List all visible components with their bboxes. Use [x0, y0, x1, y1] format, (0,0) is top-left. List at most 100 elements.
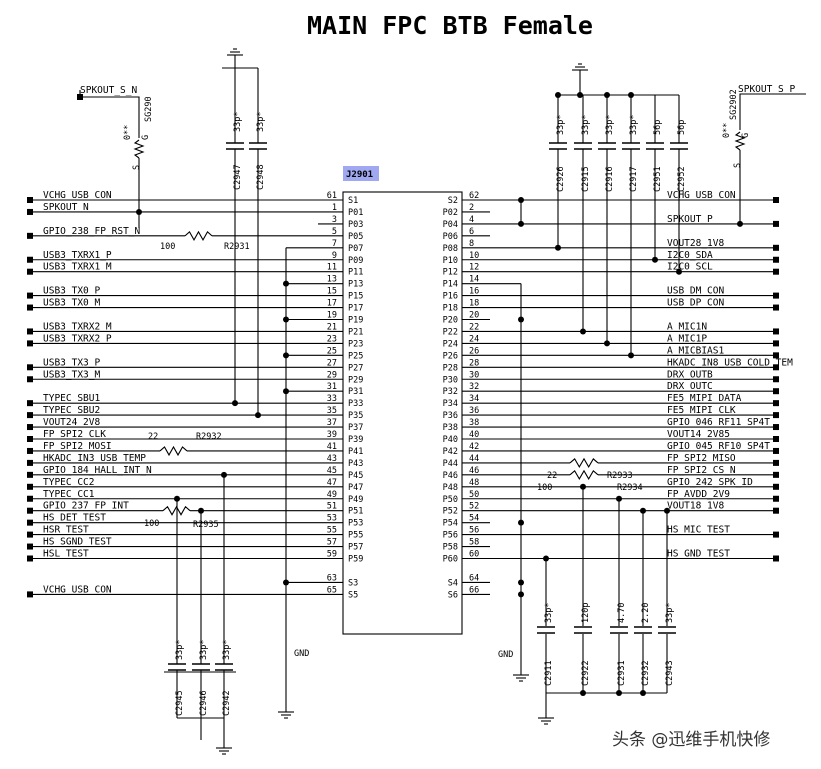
- pin-number-right: 54: [469, 514, 479, 524]
- pin-number-left: 45: [327, 466, 337, 476]
- capacitor-symbol: [226, 142, 244, 150]
- ground-symbol: [572, 63, 588, 71]
- pin-number-right: 10: [469, 251, 479, 261]
- junction-dot: [283, 579, 289, 586]
- ground-symbol: [278, 711, 294, 719]
- pin-name-right: P08: [443, 244, 458, 254]
- pin-name-right: P14: [443, 280, 458, 290]
- net-label-left: USB3_TX0_M: [43, 298, 100, 309]
- ground-symbol: [538, 717, 554, 725]
- pin-name-left: S1: [348, 196, 358, 206]
- capacitor-symbol: [574, 142, 592, 150]
- net-port-square: [773, 388, 779, 395]
- resistor-symbol: [162, 505, 191, 516]
- connector-refdes-highlight: [343, 166, 379, 181]
- pin-number-right: 48: [469, 478, 479, 488]
- net-label-right: DRX_OUTB: [667, 369, 713, 380]
- resistor-refdes: R2935: [193, 520, 219, 530]
- pin-name-right: P30: [443, 375, 458, 385]
- net-label-right: I2C0_SDA: [667, 250, 713, 261]
- pin-name-left: P13: [348, 280, 363, 290]
- junction-dot: [136, 208, 142, 215]
- net-label-right: VOUT14_2V85: [667, 429, 730, 440]
- pin-number-right: 62: [469, 191, 479, 201]
- capacitor-refdes: C2945: [175, 690, 185, 716]
- capacitor-symbol: [634, 626, 652, 634]
- capacitor-value: 33p*: [629, 115, 639, 135]
- pin-number-right: 38: [469, 418, 479, 428]
- junction-dot: [283, 316, 289, 323]
- pin-number-left: 21: [327, 322, 337, 332]
- net-port-square: [27, 507, 33, 514]
- pin-number-left: 53: [327, 514, 337, 524]
- spark-gap-net-label: SPKOUT_S_N: [80, 85, 137, 96]
- capacitor-refdes: C2932: [641, 660, 651, 686]
- pin-name-right: P50: [443, 495, 458, 505]
- net-label-right: USB_DM_CON: [667, 286, 724, 297]
- pin-number-left: 39: [327, 430, 337, 440]
- net-label-right: FE5_MIPI_DATA: [667, 393, 742, 404]
- pin-name-right: P52: [443, 507, 458, 517]
- capacitor-refdes: C2943: [665, 660, 675, 686]
- pin-number-left: 59: [327, 550, 337, 560]
- capacitor-refdes: C2915: [581, 166, 591, 192]
- capacitor-symbol: [646, 142, 664, 150]
- net-port-square: [773, 197, 779, 203]
- net-label-right: VCHG_USB_CON: [667, 190, 736, 201]
- pin-number-right: 56: [469, 526, 479, 536]
- net-port-square: [27, 531, 33, 538]
- capacitor-symbol: [610, 626, 628, 634]
- ground-symbol: [227, 48, 243, 56]
- pin-name-right: P22: [443, 327, 458, 337]
- pin-number-left: 27: [327, 358, 337, 368]
- junction-dot: [518, 579, 524, 586]
- net-port-square: [27, 232, 33, 239]
- resistor-value: 100: [537, 483, 552, 493]
- junction-dot: [518, 316, 524, 323]
- capacitor-symbol: [168, 663, 186, 671]
- spark-gap-symbol: [734, 131, 746, 151]
- pin-number-right: 64: [469, 573, 479, 583]
- net-label-left: VCHG_USB_CON: [43, 190, 112, 201]
- pin-number-left: 65: [327, 585, 337, 595]
- net-label-left: HS_DET_TEST: [43, 513, 106, 524]
- pin-name-right: P42: [443, 447, 458, 457]
- junction-dot: [555, 244, 561, 251]
- pin-name-left: P25: [348, 351, 363, 361]
- capacitor-value: 33p*: [233, 112, 243, 132]
- net-label-left: HS_SGND_TEST: [43, 537, 112, 548]
- spark-gap-symbol: [133, 139, 145, 159]
- net-port-square: [27, 555, 33, 562]
- resistor-refdes: R2932: [196, 432, 222, 442]
- pin-number-left: 43: [327, 454, 337, 464]
- net-port-square: [773, 220, 779, 227]
- net-label-left: TYPEC_CC2: [43, 477, 94, 488]
- capacitor-symbol: [670, 142, 688, 150]
- spark-gap-pin-s: S: [132, 165, 142, 170]
- pin-name-right: P32: [443, 387, 458, 397]
- pin-number-left: 33: [327, 394, 337, 404]
- net-port-square: [773, 328, 779, 335]
- pin-number-right: 8: [469, 239, 474, 249]
- pin-name-left: P37: [348, 423, 363, 433]
- capacitor-symbol: [658, 626, 676, 634]
- net-label-right: GPIO_045_RF10_SP4T: [667, 441, 770, 452]
- net-port-square: [773, 244, 779, 251]
- capacitor-value: 33p*: [544, 603, 554, 623]
- pin-number-left: 19: [327, 311, 337, 321]
- net-port-square: [27, 256, 33, 263]
- pin-name-right: P04: [443, 220, 458, 230]
- pin-name-left: P23: [348, 339, 363, 349]
- net-port-square: [773, 376, 779, 383]
- pin-number-right: 40: [469, 430, 479, 440]
- pin-number-left: 3: [332, 215, 337, 225]
- net-label-left: HSR_TEST: [43, 525, 89, 536]
- capacitor-refdes: C2931: [617, 660, 627, 686]
- capacitor-refdes: C2952: [677, 166, 687, 192]
- pin-name-left: P15: [348, 292, 363, 302]
- pin-number-left: 35: [327, 406, 337, 416]
- capacitor-value: 120p: [581, 603, 591, 623]
- pin-number-right: 44: [469, 454, 479, 464]
- pin-name-right: P16: [443, 292, 458, 302]
- capacitor-symbol: [598, 142, 616, 150]
